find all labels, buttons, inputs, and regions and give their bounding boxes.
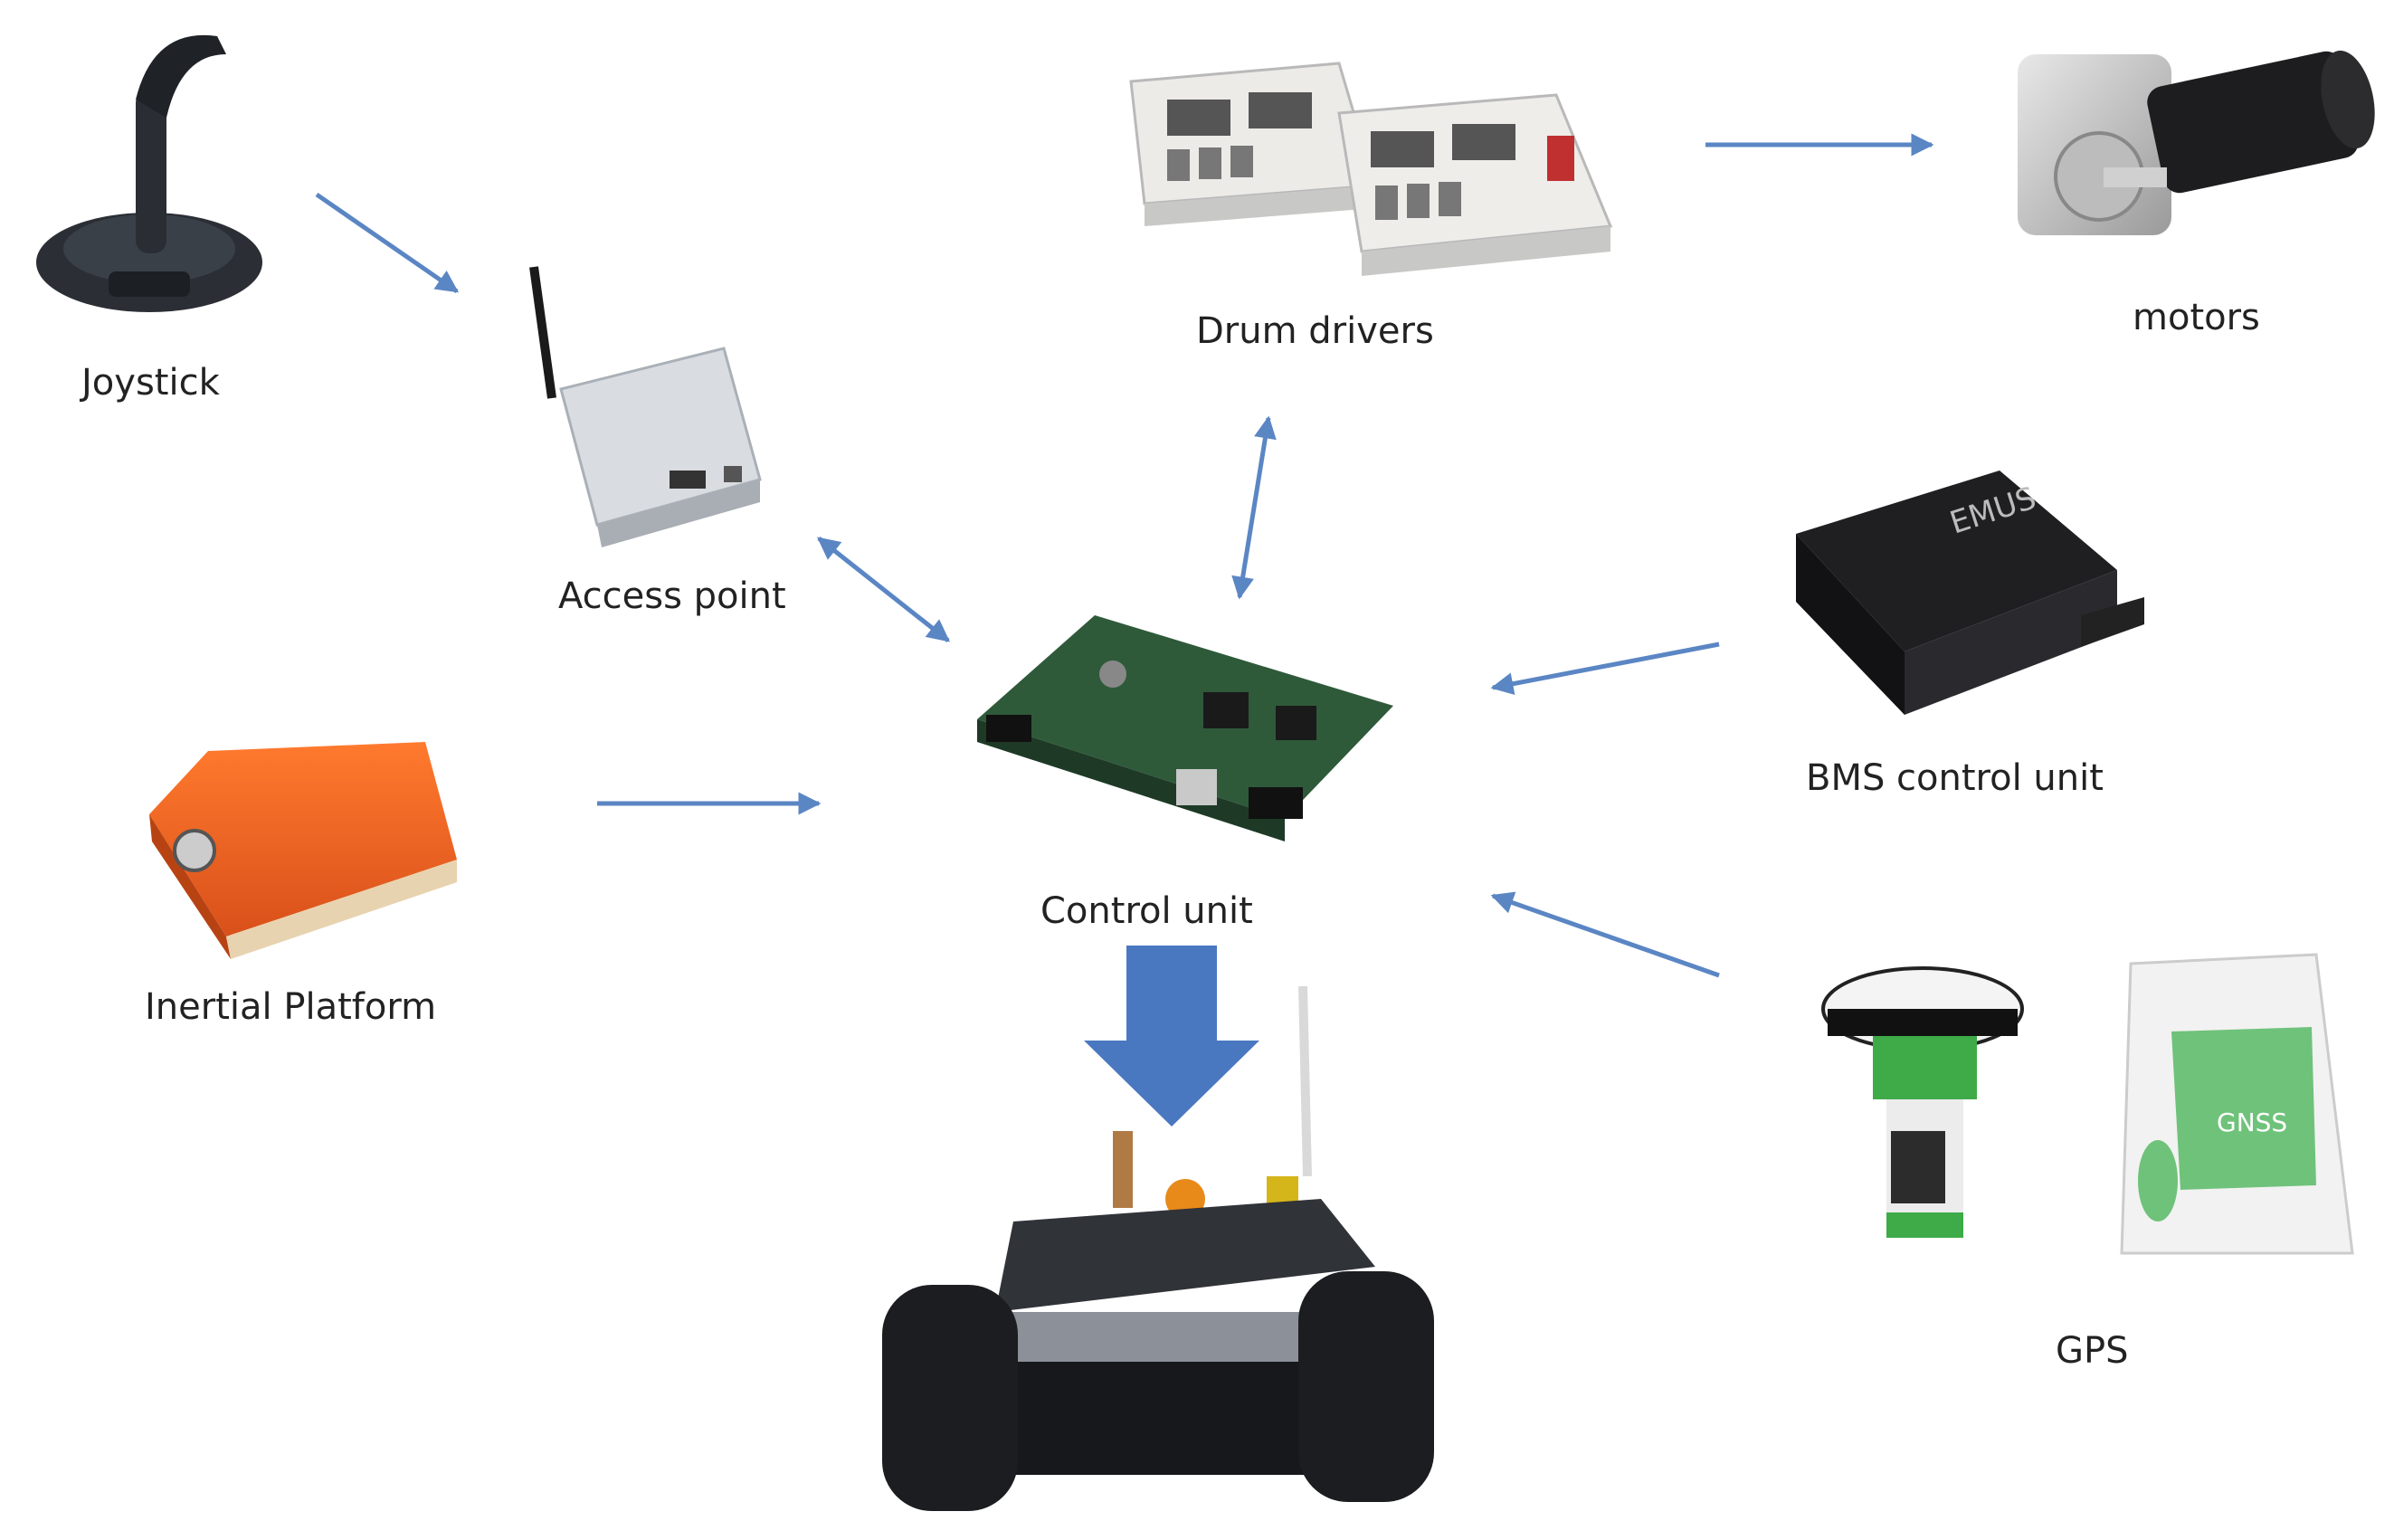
big-down-arrow [1084, 946, 1259, 1126]
drum-drivers-image [1129, 62, 1613, 276]
inertial-platform-label: Inertial Platform [145, 986, 437, 1028]
gps-label: GPS [2056, 1330, 2129, 1372]
joystick-image [36, 34, 262, 312]
drum-drivers-label: Drum drivers [1196, 310, 1434, 352]
motors-label: motors [2133, 297, 2260, 338]
motors-image [2018, 50, 2375, 235]
inertial-platform-image [149, 742, 457, 959]
arrow-bms-to-control-unit [1490, 642, 1720, 696]
arrow-access-point-control-unit [817, 537, 950, 642]
arrow-control-unit-drum-drivers [1231, 415, 1277, 600]
access-point-label: Access point [558, 575, 786, 617]
bms-image: EMUS [1796, 471, 2144, 715]
bms-label: BMS control unit [1806, 757, 2104, 799]
arrow-joystick-to-access-point [315, 192, 460, 294]
robot-image [882, 985, 1434, 1511]
control-unit-image [977, 615, 1393, 841]
gnss-marking: GNSS [2217, 1107, 2287, 1137]
joystick-label: Joystick [81, 362, 220, 404]
access-point-image [529, 266, 762, 547]
control-unit-label: Control unit [1040, 890, 1253, 932]
gps-image: GNSS [1821, 953, 2354, 1255]
arrow-gps-to-control-unit [1490, 891, 1720, 978]
